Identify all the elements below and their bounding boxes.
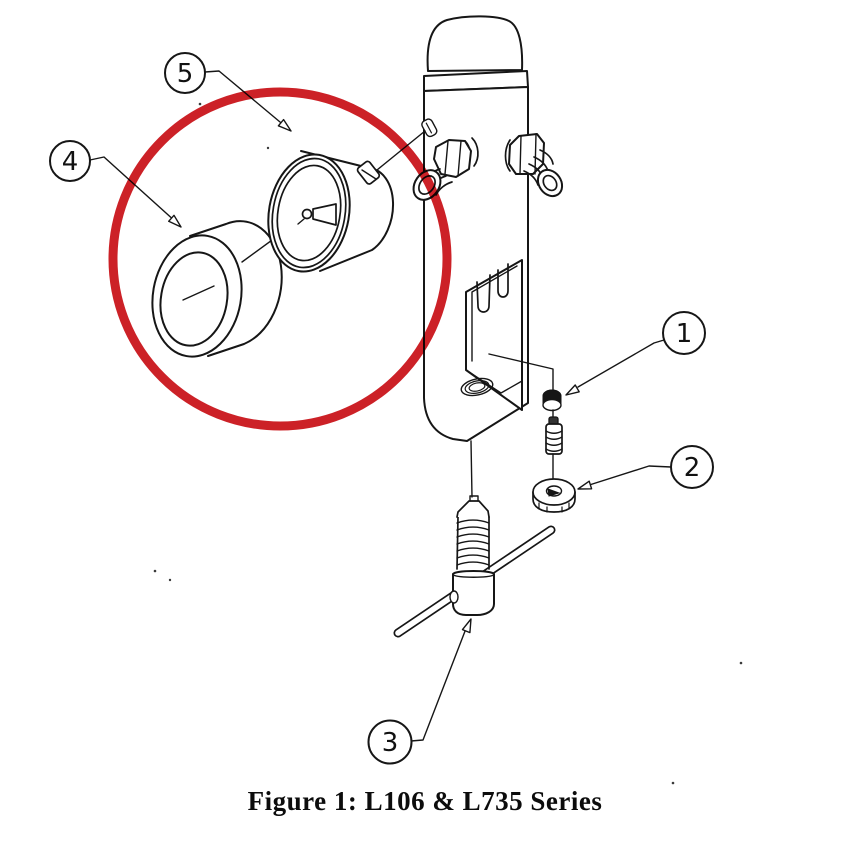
callout-2: 2	[577, 445, 714, 490]
callout-3-leader	[410, 625, 468, 742]
callout-4-label: 4	[62, 147, 79, 177]
callout-2-label: 2	[684, 453, 701, 483]
right-fitting-bore	[536, 168, 564, 198]
right-fitting-hex	[508, 133, 545, 175]
screw-base	[452, 570, 495, 616]
part-3-adjusting-screw	[393, 495, 556, 638]
callout-5-arrowhead	[277, 118, 292, 132]
callout-2-balloon	[670, 445, 714, 489]
highlight-circle	[108, 87, 452, 431]
callout-5-leader	[204, 70, 287, 128]
callout-1-label: 1	[676, 319, 693, 349]
callout-3-arrowhead	[461, 618, 472, 634]
callout-2-arrowhead	[577, 480, 593, 490]
callout-4-balloon	[49, 140, 91, 182]
callout-4: 4	[49, 140, 182, 228]
callout-4-arrowhead	[168, 214, 182, 228]
screw-threads	[456, 516, 490, 570]
gauge-bezel-mid	[271, 157, 347, 269]
gauge-dial-tick	[297, 218, 305, 225]
cover-axis-line	[182, 285, 215, 301]
axis-line-to-part1	[488, 353, 554, 391]
callout-2-leader	[582, 465, 672, 488]
callout-3: 3	[367, 618, 472, 765]
spring	[545, 416, 563, 455]
callout-1-leader	[577, 339, 665, 388]
gauge-needle-pivot	[301, 208, 313, 220]
part-1-seat-and-spring	[542, 389, 563, 488]
screw-tip	[456, 500, 490, 518]
cutaway-slot	[497, 263, 509, 298]
callout-1: 1	[565, 311, 706, 396]
left-fitting-hex	[433, 139, 472, 178]
vent-screw	[421, 118, 438, 138]
cover-inner-rim	[159, 251, 229, 347]
figure-caption: Figure 1: L106 & L735 Series	[247, 786, 603, 816]
callout-5-label: 5	[177, 59, 194, 89]
body-cutaway	[460, 259, 523, 411]
callout-3-label: 3	[382, 728, 399, 758]
callout-5: 5	[164, 52, 292, 132]
valve-body	[412, 15, 564, 442]
cutaway-slot	[476, 274, 491, 313]
callout-3-balloon	[367, 719, 413, 765]
callout-1-balloon	[662, 311, 706, 355]
cutaway-threaded-hole	[460, 377, 494, 397]
right-fitting	[504, 133, 564, 198]
body-cap	[426, 15, 524, 72]
callout-4-leader	[89, 156, 177, 223]
gauge-stem	[356, 160, 381, 185]
callout-5-balloon	[164, 52, 206, 94]
part-2-washer	[532, 478, 576, 513]
part-4-gauge-cover	[151, 220, 283, 358]
gauge-needle	[312, 203, 337, 226]
axis-line-to-screw	[470, 440, 473, 498]
part-5-gauge	[267, 150, 395, 273]
callout-1-arrowhead	[565, 384, 580, 396]
scan-noise	[153, 102, 743, 785]
